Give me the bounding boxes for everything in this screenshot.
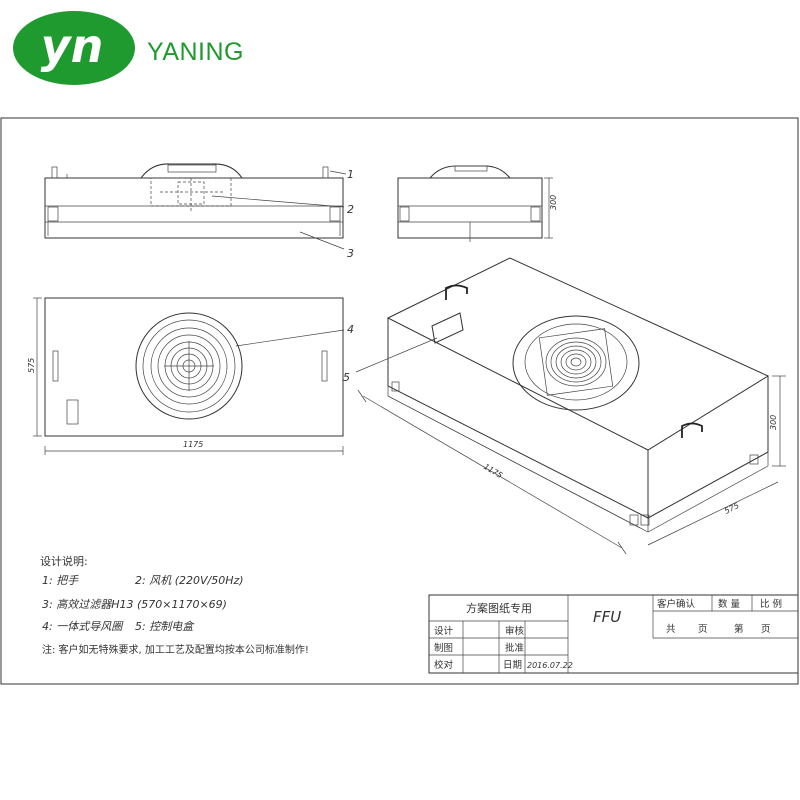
yaning-logo: yn: [13, 11, 135, 85]
label-date: 日期: [503, 660, 522, 671]
label-page-2: 页: [761, 624, 771, 635]
label-nth: 第: [734, 623, 744, 635]
brand-name: YANING: [147, 38, 244, 66]
note-filter: 3: 高效过滤器H13 (570×1170×69): [42, 598, 227, 611]
note-fan: 2: 风机 (220V/50Hz): [135, 574, 244, 587]
callout-2: 2: [347, 203, 354, 216]
side-view: 300: [397, 165, 558, 242]
callout-3: 3: [347, 247, 354, 260]
note-inlet-ring: 4: 一体式导风圈: [42, 620, 124, 633]
dimension-length: 1175: [183, 440, 203, 449]
drawing-date: 2016.07.22: [527, 661, 573, 670]
dimension-height: 300: [549, 195, 558, 210]
callout-5: 5: [343, 371, 350, 384]
label-ratio: 比 例: [760, 598, 782, 610]
note-standard: 注: 客户如无特殊要求, 加工工艺及配置均按本公司标准制作!: [42, 643, 309, 656]
title-scheme: 方案图纸专用: [466, 601, 532, 615]
callout-1: 1: [347, 168, 354, 181]
label-check: 校对: [434, 659, 454, 671]
label-draw: 制图: [434, 642, 453, 654]
label-design: 设计: [434, 625, 454, 637]
label-page-1: 页: [698, 624, 708, 635]
note-control-box: 5: 控制电盒: [135, 620, 195, 633]
iso-dimension-length: 1175: [482, 462, 504, 480]
dimension-width: 575: [27, 358, 36, 373]
design-notes: 设计说明: 1: 把手 2: 风机 (220V/50Hz) 3: 高效过滤器H1…: [40, 554, 309, 656]
label-total: 共: [666, 624, 676, 635]
drawing-border: [0, 117, 799, 685]
notes-title: 设计说明:: [40, 554, 88, 568]
iso-dimension-width: 575: [723, 501, 741, 516]
label-review: 审核: [505, 625, 525, 637]
title-product: FFU: [593, 608, 621, 626]
note-handle: 1: 把手: [42, 574, 79, 587]
label-quantity: 数 量: [718, 598, 741, 610]
title-block: 方案图纸专用 FFU 设计 审核 制图 批准 校对 日期 2016.07.22 …: [428, 594, 799, 674]
label-approve: 批准: [505, 642, 525, 654]
label-customer-confirm: 客户确认: [657, 598, 696, 610]
iso-dimension-height: 300: [769, 415, 778, 430]
top-view: 4 575 1175: [27, 297, 354, 455]
front-view: 1 2 3: [44, 163, 354, 260]
isometric-view: 5 300 1175 575: [343, 257, 786, 555]
logo-letters: yn: [41, 19, 104, 73]
callout-4: 4: [347, 323, 354, 336]
